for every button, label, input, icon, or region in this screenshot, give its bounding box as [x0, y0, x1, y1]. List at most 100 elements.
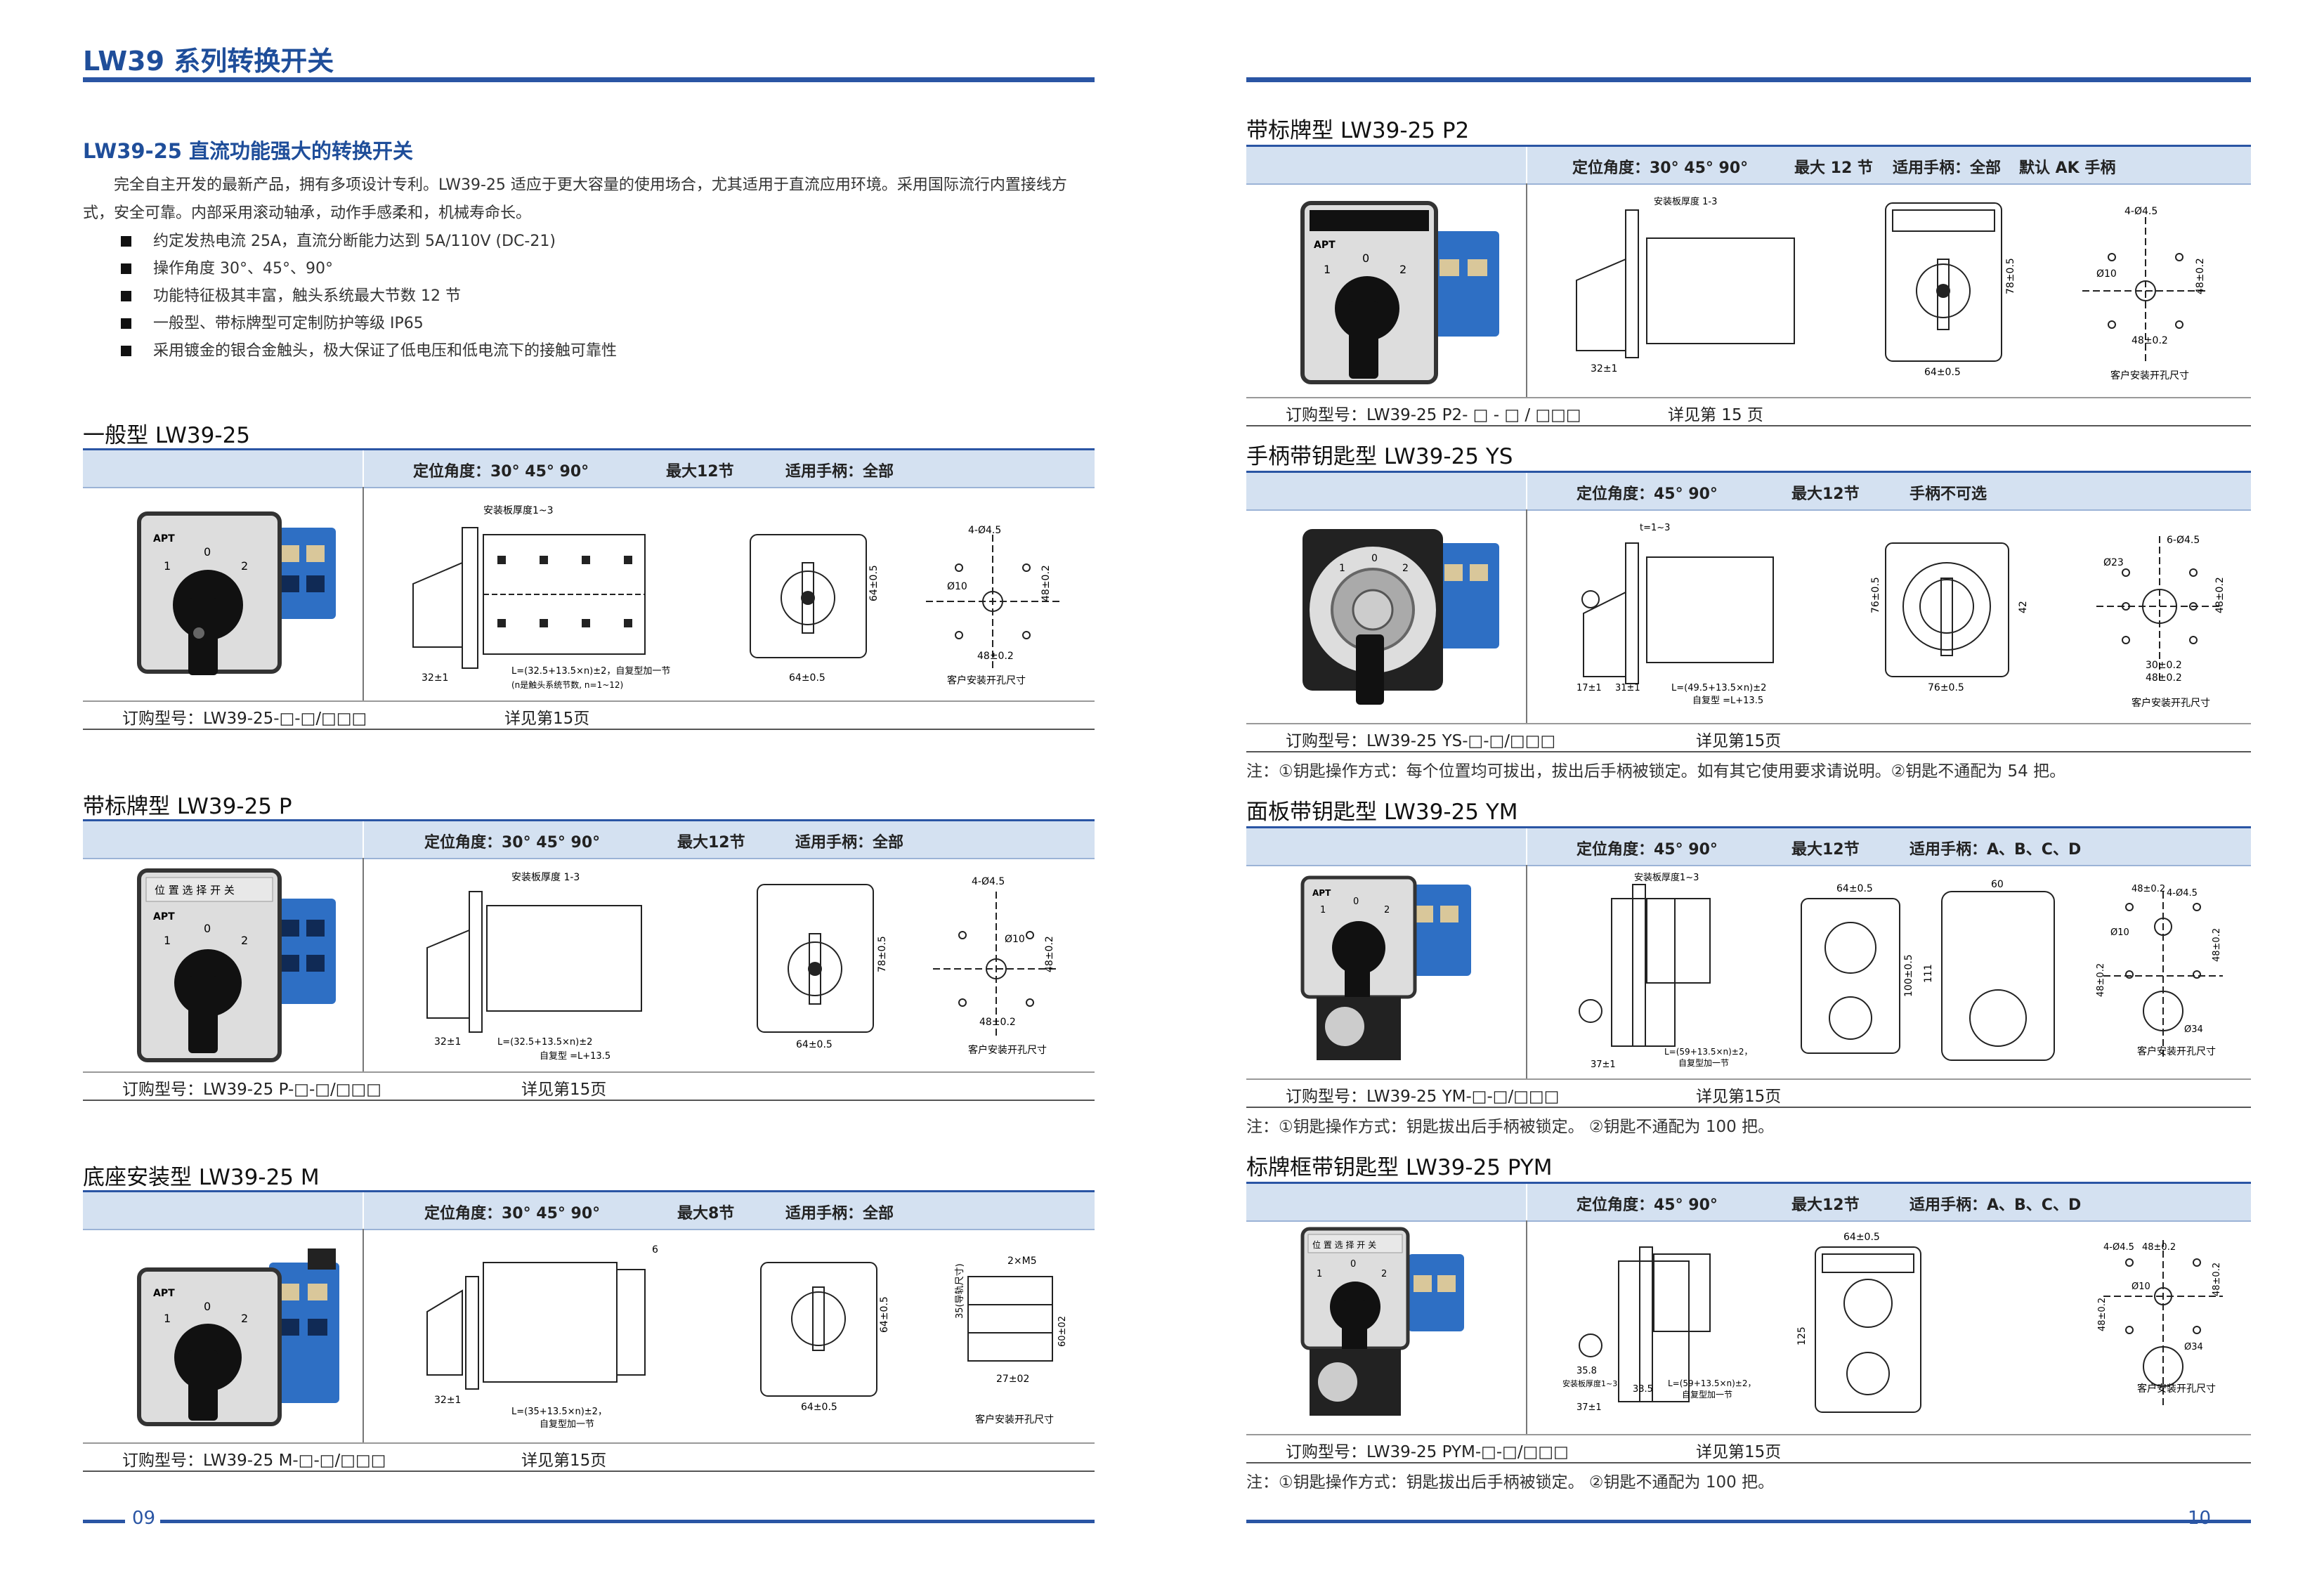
note-ys: 注：①钥匙操作方式：每个位置均可拔出，拔出后手柄被锁定。如有其它使用要求请说明。…	[1246, 762, 2066, 781]
svg-text:48±0.2: 48±0.2	[977, 651, 1014, 662]
svg-text:32±1: 32±1	[422, 672, 448, 684]
product-block-m: 定位角度：30° 45° 90° 最大8节 适用手柄：全部 APT 1 0 2	[83, 1190, 1095, 1472]
svg-text:48±0.2: 48±0.2	[2142, 1242, 2176, 1253]
note-ym: 注：①钥匙操作方式：钥匙拔出后手柄被锁定。 ②钥匙不通配为 100 把。	[1246, 1118, 1775, 1136]
svg-text:1: 1	[164, 1312, 171, 1325]
dimension-drawing-m: 6 32±1 L=(35+13.5×n)±2， 自复型加一节 64±0.5 64…	[426, 1244, 1068, 1430]
spec-bar: 定位角度：30° 45° 90° 最大8节 适用手柄：全部	[83, 1192, 1095, 1230]
order-row: 订购型号：LW39-25 PYM-□-□/□□□ 详见第15页	[1246, 1434, 2251, 1462]
svg-text:64±0.5: 64±0.5	[879, 1296, 890, 1333]
dimension-drawing-ym: 安装板厚度1~3 37±1 L=(59+13.5×n)±2， 自复型加一节 64…	[1579, 872, 2223, 1070]
svg-text:1: 1	[1339, 563, 1345, 574]
svg-text:客户安装开孔尺寸: 客户安装开孔尺寸	[975, 1414, 1054, 1426]
spec-bar: 定位角度：45° 90° 最大12节 适用手柄：A、B、C、D	[1246, 1184, 2251, 1222]
order-row: 订购型号：LW39-25 P2- □ - □ / □□□ 详见第 15 页	[1246, 397, 2251, 425]
svg-text:自复型加一节: 自复型加一节	[540, 1419, 594, 1430]
feature-item: 操作角度 30°、45°、90°	[119, 255, 1089, 282]
product-photo-m: APT 1 0 2	[137, 1248, 339, 1426]
svg-text:客户安装开孔尺寸: 客户安装开孔尺寸	[947, 674, 1026, 686]
svg-text:4-Ø4.5: 4-Ø4.5	[972, 876, 1005, 887]
svg-text:安装板厚度 1-3: 安装板厚度 1-3	[511, 872, 580, 883]
product-photo-general: APT 1 0 2	[137, 511, 336, 675]
svg-text:L=(32.5+13.5×n)±2，自复型加一节: L=(32.5+13.5×n)±2，自复型加一节	[511, 666, 670, 677]
product-photo-p2: APT 1 0 2	[1300, 201, 1499, 384]
order-row: 订购型号：LW39-25 YS-□-□/□□□ 详见第15页	[1246, 723, 2251, 751]
svg-text:L=(49.5+13.5×n)±2: L=(49.5+13.5×n)±2	[1671, 683, 1766, 693]
svg-text:4-Ø4.5: 4-Ø4.5	[2103, 1242, 2134, 1253]
svg-text:L=(59+13.5×n)±2，: L=(59+13.5×n)±2，	[1664, 1047, 1753, 1057]
order-row: 订购型号：LW39-25 P-□-□/□□□ 详见第15页	[83, 1071, 1095, 1100]
svg-text:0: 0	[204, 922, 211, 935]
svg-text:位 置 选 择 开 关: 位 置 选 择 开 关	[155, 884, 235, 896]
svg-text:t=1~3: t=1~3	[1640, 523, 1670, 533]
svg-text:2: 2	[241, 1312, 248, 1325]
product-photo-p: 位 置 选 择 开 关 APT 1 0 2	[137, 868, 336, 1062]
feature-item: 约定发热电流 25A，直流分断能力达到 5A/110V (DC-21)	[119, 228, 1089, 255]
svg-text:0: 0	[204, 1300, 211, 1313]
svg-text:6-Ø4.5: 6-Ø4.5	[2167, 535, 2200, 546]
svg-text:2: 2	[1381, 1269, 1387, 1279]
feature-item: 功能特征极其丰富，触头系统最大节数 12 节	[119, 282, 1089, 310]
svg-text:安装板厚度 1-3: 安装板厚度 1-3	[1654, 196, 1717, 207]
order-row: 订购型号：LW39-25 YM-□-□/□□□ 详见第15页	[1246, 1078, 2251, 1107]
svg-text:60: 60	[1991, 879, 2004, 890]
intro-title: LW39-25 直流功能强大的转换开关	[83, 139, 414, 163]
svg-text:0: 0	[1362, 252, 1369, 265]
svg-text:自复型加一节: 自复型加一节	[1678, 1058, 1729, 1068]
svg-text:60±02: 60±02	[1057, 1316, 1068, 1347]
svg-text:2: 2	[241, 559, 248, 573]
svg-text:48±0.2: 48±0.2	[2212, 928, 2222, 962]
order-code: 订购型号：LW39-25-□-□/□□□	[122, 710, 367, 728]
svg-text:自复型加一节: 自复型加一节	[1682, 1390, 1732, 1400]
svg-text:0: 0	[1371, 553, 1378, 564]
spec-max: 最大12节	[666, 463, 734, 481]
svg-text:0: 0	[204, 545, 211, 559]
svg-text:2: 2	[241, 934, 248, 947]
svg-text:78±0.5: 78±0.5	[2005, 258, 2016, 294]
svg-text:APT: APT	[1314, 240, 1336, 251]
svg-text:32±1: 32±1	[1591, 363, 1617, 374]
dimension-drawing-pym: 安装板厚度1~3 35.8 33.5 37±1 L=(59+13.5×n)±2，…	[1562, 1232, 2223, 1413]
svg-text:Ø34: Ø34	[2184, 1024, 2203, 1035]
svg-text:48±0.2: 48±0.2	[2096, 963, 2106, 997]
svg-text:30±0.2: 30±0.2	[2146, 660, 2182, 671]
svg-text:4-Ø4.5: 4-Ø4.5	[2124, 206, 2157, 217]
svg-text:64±0.5: 64±0.5	[801, 1402, 837, 1413]
page-number-left: 09	[132, 1508, 156, 1529]
svg-text:125: 125	[1796, 1326, 1808, 1345]
svg-text:31±1: 31±1	[1615, 683, 1640, 693]
dimension-drawing-p2: 安装板厚度 1-3 32±1 64±0.5 78±0.5 4-Ø4.5 Ø10 …	[1576, 196, 2209, 382]
svg-text:48±0.2: 48±0.2	[2132, 884, 2165, 894]
dimension-drawing-p: 安装板厚度 1-3 32±1 L=(32.5+13.5×n)±2 自复型 =L+…	[426, 872, 1059, 1062]
svg-text:2: 2	[1384, 905, 1390, 915]
feature-item: 采用镀金的银合金触头，极大保证了低电压和低电流下的接触可靠性	[119, 337, 1089, 365]
product-photo-ys: 1 0 2	[1303, 529, 1499, 705]
svg-text:1: 1	[164, 934, 171, 947]
svg-text:2: 2	[1402, 563, 1409, 574]
svg-text:35(导轨尺寸): 35(导轨尺寸)	[955, 1263, 965, 1319]
product-block-ys: 定位角度：45° 90° 最大12节 手柄不可选 1 0 2	[1246, 471, 2251, 752]
svg-text:客户安装开孔尺寸: 客户安装开孔尺寸	[968, 1044, 1047, 1056]
svg-text:安装板厚度1~3: 安装板厚度1~3	[1634, 872, 1699, 883]
svg-text:位 置 选 择 开 关: 位 置 选 择 开 关	[1312, 1239, 1376, 1250]
svg-text:APT: APT	[153, 1288, 175, 1299]
series-title: LW39 系列转换开关	[83, 46, 334, 77]
spec-handle: 适用手柄：全部	[785, 463, 894, 481]
svg-text:客户安装开孔尺寸: 客户安装开孔尺寸	[2137, 1045, 2216, 1057]
spec-bar: 定位角度：30° 45° 90° 最大 12 节 适用手柄：全部 默认 AK 手…	[1246, 147, 2251, 185]
product-block-p: 定位角度：30° 45° 90° 最大12节 适用手柄：全部 位 置 选 择 开…	[83, 819, 1095, 1101]
svg-text:48±0.2: 48±0.2	[2097, 1298, 2108, 1331]
svg-text:64±0.5: 64±0.5	[796, 1039, 833, 1050]
svg-text:自复型 =L+13.5: 自复型 =L+13.5	[540, 1051, 611, 1062]
feature-item: 一般型、带标牌型可定制防护等级 IP65	[119, 310, 1089, 337]
product-block-p2: 定位角度：30° 45° 90° 最大 12 节 适用手柄：全部 默认 AK 手…	[1246, 145, 2251, 426]
block-title: 带标牌型 LW39-25 P2	[1246, 118, 1470, 143]
spec-bar: 定位角度：45° 90° 最大12节 适用手柄：A、B、C、D	[1246, 828, 2251, 866]
block-title: 底座安装型 LW39-25 M	[83, 1165, 320, 1190]
svg-text:48±0.2: 48±0.2	[2132, 335, 2168, 346]
svg-text:32±1: 32±1	[434, 1036, 461, 1048]
svg-text:64±0.5: 64±0.5	[789, 672, 825, 684]
svg-text:111: 111	[1923, 964, 1934, 983]
svg-text:17±1: 17±1	[1576, 683, 1602, 693]
svg-text:Ø10: Ø10	[2132, 1282, 2150, 1292]
